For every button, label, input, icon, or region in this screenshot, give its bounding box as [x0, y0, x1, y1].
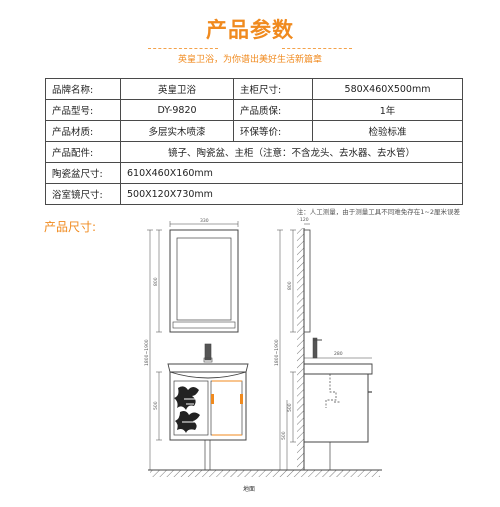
- title-divider-left: [148, 48, 218, 49]
- front-view: [147, 221, 249, 470]
- side-wall: [297, 228, 305, 470]
- front-mirror: [169, 229, 239, 333]
- side-cabinet: [303, 373, 369, 443]
- front-dimensions: [147, 221, 239, 470]
- spec-value: 500X120X730mm: [120, 183, 463, 205]
- side-basin: [303, 363, 373, 375]
- spec-row: 浴室镜尺寸: 500X120X730mm: [45, 183, 463, 205]
- floor: [148, 469, 382, 477]
- spec-table: 品牌名称: 英皇卫浴 主柜尺寸: 580X460X500mm 产品型号: DY-…: [45, 78, 463, 205]
- dim-side-mirror-height: 800: [287, 281, 293, 290]
- dim-front-mirror-height: 800: [153, 277, 159, 286]
- dim-side-top-depth: 120: [300, 217, 309, 223]
- spec-row: 陶瓷盆尺寸: 610X460X160mm: [45, 162, 463, 184]
- dim-side-cabinet-height: 500: [287, 403, 293, 412]
- spec-label: 浴室镜尺寸:: [45, 183, 121, 205]
- spec-row: 产品型号: DY-9820 产品质保: 1年: [45, 99, 463, 121]
- dim-side-lower-height: 500: [281, 431, 287, 440]
- dim-front-cabinet-height: 500: [153, 401, 159, 410]
- dim-side-basin-depth: 280: [334, 351, 343, 357]
- front-basin: [167, 363, 249, 379]
- side-drain-pipe: [325, 374, 340, 470]
- size-heading: 产品尺寸:: [44, 220, 97, 234]
- side-dimensions: [277, 223, 372, 470]
- page-title: 产品参数: [206, 18, 294, 42]
- floor-label: 地面: [243, 485, 255, 493]
- spec-row: 品牌名称: 英皇卫浴 主柜尺寸: 580X460X500mm: [45, 78, 463, 100]
- side-mirror: [303, 229, 311, 333]
- title-divider-right: [282, 48, 352, 49]
- page-subtitle: 英皇卫浴，为你谱出美好生活新篇章: [177, 55, 322, 65]
- side-view: [277, 223, 373, 470]
- dim-front-total-height: 1800~1900: [144, 339, 150, 366]
- front-cabinet: [169, 371, 247, 441]
- front-faucet: [203, 343, 213, 363]
- front-drain-pipe: [204, 440, 211, 470]
- side-faucet: [312, 337, 322, 359]
- measurement-note: 注：人工测量，由于测量工具不同难免存在1~2厘米误差: [296, 208, 460, 216]
- dim-side-total-height: 1800~1900: [274, 339, 280, 366]
- dim-front-top-width: 330: [200, 218, 209, 224]
- spec-row: 产品材质: 多层实木喷漆 环保等价: 检验标准: [45, 120, 463, 142]
